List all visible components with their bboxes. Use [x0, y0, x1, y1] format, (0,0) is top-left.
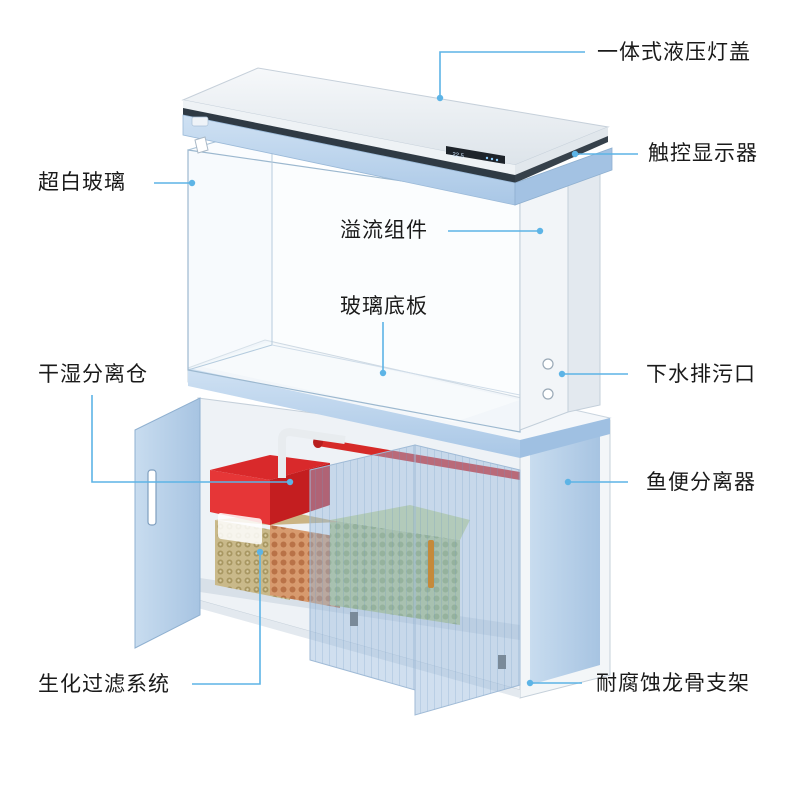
left-door-handle[interactable] [148, 470, 156, 525]
drain-port-2 [543, 389, 553, 399]
label-drain-outlet: 下水排污口 [646, 364, 756, 385]
middle-door[interactable] [310, 445, 415, 690]
label-touch-display: 触控显示器 [648, 143, 758, 164]
leader-lid [440, 52, 585, 98]
label-feces-separator: 鱼便分离器 [646, 472, 756, 493]
door-handle[interactable] [428, 540, 434, 588]
label-ultra-clear-glass: 超白玻璃 [38, 172, 126, 193]
side-panel [530, 435, 600, 685]
label-bio-filter-system: 生化过滤系统 [38, 674, 170, 695]
label-lid: 一体式液压灯盖 [597, 42, 751, 63]
label-dry-wet-compartment: 干湿分离仓 [38, 364, 148, 385]
label-glass-bottom: 玻璃底板 [340, 296, 428, 317]
display-button-1[interactable] [486, 157, 488, 159]
display-button-3[interactable] [496, 159, 498, 161]
display-button-2[interactable] [491, 158, 493, 160]
label-corrosion-frame: 耐腐蚀龙骨支架 [596, 673, 750, 694]
left-door[interactable] [135, 398, 200, 648]
drain-port-1 [543, 359, 553, 369]
label-overflow-assembly: 溢流组件 [340, 220, 428, 241]
